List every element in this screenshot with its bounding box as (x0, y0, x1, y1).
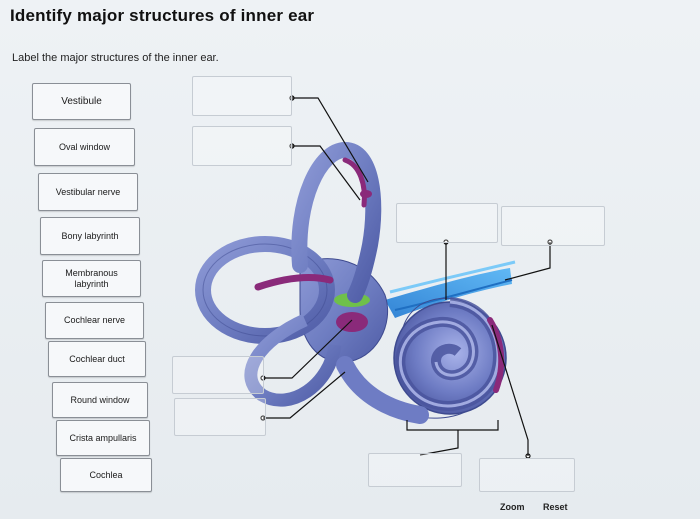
drop-target-3[interactable] (396, 203, 498, 243)
label-tile-crista-ampullaris[interactable]: Crista ampullaris (56, 420, 150, 456)
drop-target-5[interactable] (172, 356, 264, 394)
drop-target-1[interactable] (192, 76, 292, 116)
label-tile-text-line1: Membranous (65, 267, 118, 278)
label-tile-text: Vestibule (61, 96, 102, 107)
label-tile-cochlea[interactable]: Cochlea (60, 458, 152, 492)
drop-target-8[interactable] (479, 458, 575, 492)
page-title: Identify major structures of inner ear (10, 6, 315, 25)
instruction-text: Label the major structures of the inner … (12, 52, 219, 64)
label-tile-text: Vestibular nerve (55, 186, 121, 197)
label-tile-text: Round window (70, 394, 130, 405)
label-tile-cochlear-nerve[interactable]: Cochlear nerve (45, 302, 144, 339)
zoom-button[interactable]: Zoom (500, 502, 525, 512)
leader-lines (260, 95, 553, 459)
label-tile-vestibule[interactable]: Vestibule (32, 83, 131, 120)
semicircular-canal-lateral-shape (195, 236, 335, 344)
label-tile-text: Cochlear nerve (63, 315, 126, 325)
label-tile-text: Bony labyrinth (61, 230, 119, 241)
label-tile-membranous-labyrinth[interactable]: Membranous labyrinth (42, 260, 141, 297)
vestibule-shape (299, 258, 389, 363)
drop-target-2[interactable] (192, 126, 292, 166)
label-tile-vestibular-nerve[interactable]: Vestibular nerve (38, 173, 138, 211)
vestibulocochlear-nerve-shape (385, 260, 516, 318)
label-tile-text: Cochlea (89, 469, 123, 480)
cochlea-shape (336, 297, 507, 424)
reset-button[interactable]: Reset (543, 502, 568, 512)
label-tile-text: Oval window (58, 141, 111, 152)
label-tile-text: Crista ampullaris (69, 432, 137, 443)
label-tile-bony-labyrinth[interactable]: Bony labyrinth (40, 217, 140, 255)
label-tile-text: Cochlear duct (69, 353, 125, 364)
label-tile-round-window[interactable]: Round window (52, 382, 148, 418)
label-tile-text-line2: labyrinth (74, 278, 109, 289)
label-tile-oval-window[interactable]: Oval window (34, 128, 135, 166)
label-tile-cochlear-duct[interactable]: Cochlear duct (48, 341, 146, 377)
semicircular-canal-anterior-shape (291, 141, 382, 303)
drop-target-7[interactable] (368, 453, 462, 487)
drop-target-6[interactable] (174, 398, 266, 436)
drop-target-4[interactable] (501, 206, 605, 246)
